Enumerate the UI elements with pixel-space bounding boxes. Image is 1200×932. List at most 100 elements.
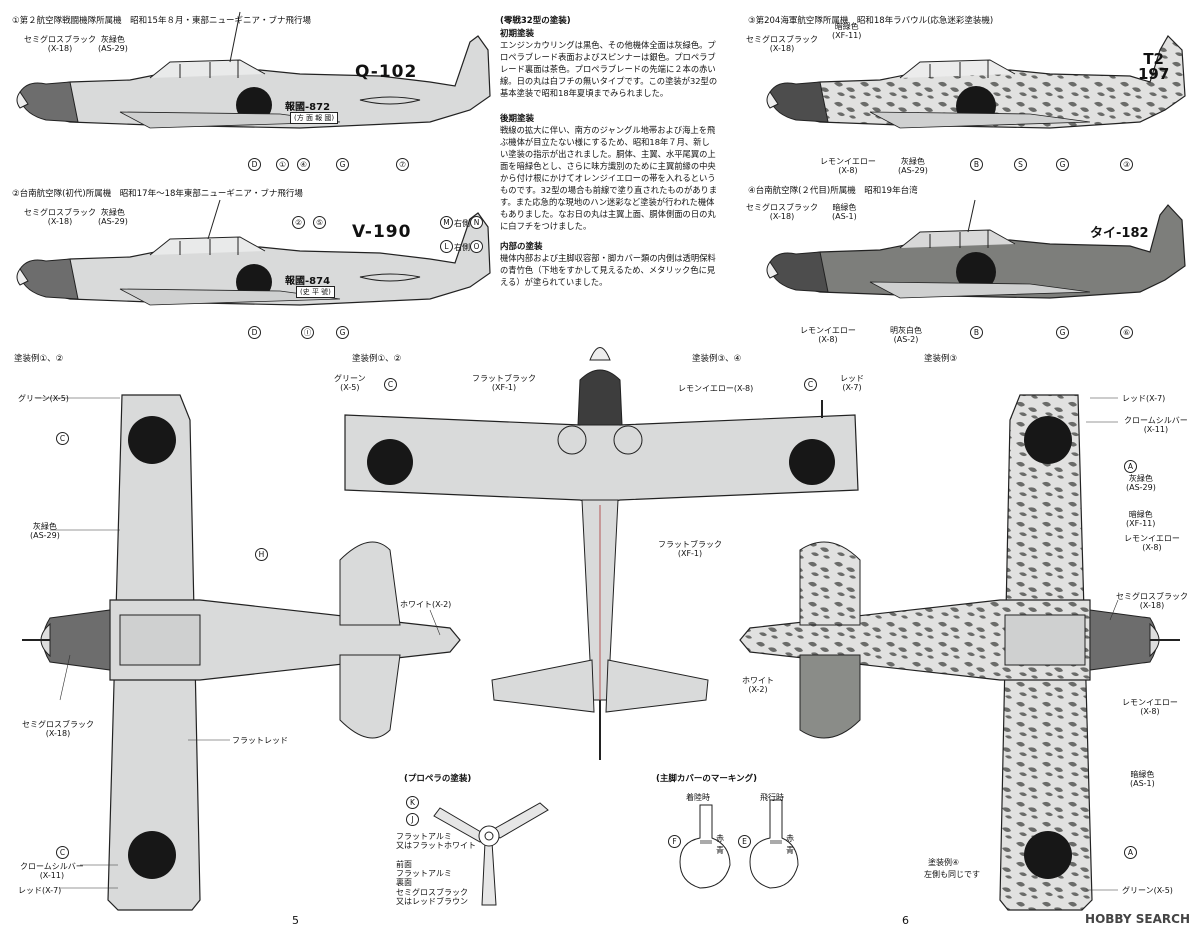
- profile-2-code: V-190: [352, 222, 412, 242]
- plan-left-marker-h: H: [255, 548, 268, 561]
- propeller-marker-j: J: [406, 813, 419, 826]
- plan-right-label-5: レモンイエロー(X-8): [1124, 534, 1180, 553]
- profile-2-marker-2: ②: [292, 216, 305, 229]
- profile-1-title: ①第２航空隊戦闘機隊所属機 昭和15年８月・東部ニューギニア・ブナ飛行場: [12, 16, 311, 26]
- plan-center-label-3: レモンイエロー(X-8): [678, 384, 754, 393]
- notes-heading: (零戦32型の塗装): [500, 16, 571, 26]
- plan-left-label-1: グリーン(X-5): [18, 394, 69, 403]
- propeller-title: (プロペラの塗装): [404, 774, 472, 784]
- profile-4-bottom-1: レモンイエロー(X-8): [800, 326, 856, 345]
- gear-marker-e: E: [738, 835, 751, 848]
- profile-2-side-t1: 右側: [454, 219, 470, 228]
- profile-2-marker-g: G: [336, 326, 349, 339]
- profile-1-marker-7: ⑦: [396, 158, 409, 171]
- profile-3-marker-b: B: [970, 158, 983, 171]
- plan-right-note-title: 塗装例④: [928, 858, 960, 867]
- profile-2-marker-5: ⑤: [313, 216, 326, 229]
- plan-left-label-6: クロームシルバー(X-11): [20, 862, 84, 881]
- profile-1-aircraft: [16, 11, 491, 129]
- profile-1-marker-1: ①: [276, 158, 289, 171]
- notes-late-text: 戦線の拡大に伴い、南方のジャングル地帯および海上を飛ぶ機体が目立たない様にするた…: [500, 125, 718, 232]
- gear-fly-label: 飛行時: [760, 793, 784, 802]
- plan-right-label-1: レッド(X-7): [1122, 394, 1166, 403]
- profile-2-side-t2: 右側: [454, 243, 470, 252]
- profile-3-bottom-1: レモンイエロー(X-8): [820, 157, 876, 176]
- gear-blue-2: 青: [786, 846, 794, 855]
- plan-center-marker-c1: C: [384, 378, 397, 391]
- profile-1-code: Q-102: [355, 62, 418, 82]
- profile-4-label-1: セミグロスブラック(X-18): [746, 203, 818, 222]
- page-number-left: 5: [292, 914, 299, 927]
- plan-right-label-10: グリーン(X-5): [1122, 886, 1173, 895]
- profile-4-aircraft: [766, 199, 1186, 299]
- plan-center-label-2: フラットブラック(XF-1): [472, 374, 536, 393]
- center-underside-view: [344, 347, 859, 760]
- profile-1-marker-d: D: [248, 158, 261, 171]
- profile-3-marker-s: S: [1014, 158, 1027, 171]
- gear-cover-diagrams: [679, 799, 799, 889]
- propeller-label-1: フラットアルミ又はフラットホワイト: [396, 832, 476, 851]
- plan-center-title-2: 塗装例③、④: [692, 354, 742, 364]
- profile-2-aircraft: [16, 199, 491, 306]
- plan-center-label-4: レッド(X-7): [840, 374, 864, 393]
- plan-left-label-7: レッド(X-7): [18, 886, 62, 895]
- propeller-label-2: 前面フラットアルミ裏面セミグロスブラック又はレッドブラウン: [396, 860, 468, 906]
- plan-right-label-6: セミグロスブラック(X-18): [1116, 592, 1188, 611]
- plan-right-note-text: 左側も同じです: [924, 870, 980, 879]
- propeller-diagram: [433, 802, 549, 906]
- gear-marker-f: F: [668, 835, 681, 848]
- profile-2-marker-i: Ⓘ: [301, 326, 314, 339]
- profile-3-bottom-2: 灰緑色(AS-29): [898, 157, 928, 176]
- profile-4-marker-6: ⑥: [1120, 326, 1133, 339]
- profile-1-label-1: セミグロスブラック(X-18): [24, 35, 96, 54]
- left-plan-view: [22, 394, 461, 911]
- plan-right-label-8: レモンイエロー(X-8): [1122, 698, 1178, 717]
- profile-3-label-1: セミグロスブラック(X-18): [746, 35, 818, 54]
- profile-1-label-2: 灰緑色(AS-29): [98, 35, 128, 54]
- profile-2-label-1: セミグロスブラック(X-18): [24, 208, 96, 227]
- profile-4-marker-g: G: [1056, 326, 1069, 339]
- plan-center-label-1: グリーン(X-5): [334, 374, 366, 393]
- notes-interior-text: 機体内部および主脚収容部・脚カバー類の内側は透明保料の青竹色（下地をすかして見え…: [500, 253, 716, 288]
- watermark-logo: HOBBY SEARCH: [1085, 912, 1190, 926]
- profile-2-side-n: N: [470, 216, 483, 229]
- profile-2-side-m: M: [440, 216, 453, 229]
- profile-1-serial: 報國-872: [285, 102, 331, 113]
- profile-2-sub: (史 平 號): [296, 286, 335, 298]
- profile-3-aircraft: [766, 35, 1186, 129]
- profile-2-serial: 報國-874: [285, 276, 331, 287]
- plan-left-marker-c2: C: [56, 846, 69, 859]
- profile-1-sub: (方 面 報 國): [290, 112, 339, 124]
- profile-4-marker-b: B: [970, 326, 983, 339]
- plan-right-marker-a2: A: [1124, 846, 1137, 859]
- gear-red-2: 赤: [786, 834, 794, 843]
- profile-4-label-2: 暗緑色(AS-1): [832, 203, 857, 222]
- profile-2-marker-d: D: [248, 326, 261, 339]
- plan-left-label-3: セミグロスブラック(X-18): [22, 720, 94, 739]
- profile-4-title: ④台南航空隊(２代目)所属機 昭和19年台湾: [748, 186, 918, 196]
- leader-lines: [36, 397, 1119, 891]
- plan-center-label-5: フラットブラック(XF-1): [658, 540, 722, 559]
- gear-title: (主脚カバーのマーキング): [656, 774, 758, 784]
- plan-left-marker-c1: C: [56, 432, 69, 445]
- plan-left-label-5: ホワイト(X-2): [400, 600, 452, 609]
- profile-2-side-o: O: [470, 240, 483, 253]
- gear-stop-label: 着陸時: [686, 793, 710, 802]
- profile-2-label-2: 灰緑色(AS-29): [98, 208, 128, 227]
- plan-right-label-4: 暗緑色(XF-11): [1126, 510, 1156, 529]
- profile-4-bottom-2: 明灰白色(AS-2): [890, 326, 922, 345]
- notes-early-text: エンジンカウリングは黒色、その他機体全面は灰緑色。プロペラブレード表面およびスピ…: [500, 40, 718, 99]
- profile-4-code: タイ-182: [1090, 226, 1149, 241]
- profile-3-marker-g: G: [1056, 158, 1069, 171]
- profile-3-marker-3: ③: [1120, 158, 1133, 171]
- profile-3-title: ③第204海軍航空隊所属機 昭和18年ラバウル(応急迷彩塗装機): [748, 16, 994, 26]
- plan-right-label-3: 灰緑色(AS-29): [1126, 474, 1156, 493]
- plan-right-marker-a1: A: [1124, 460, 1137, 473]
- page-number-right: 6: [902, 914, 909, 927]
- plan-left-label-4: フラットレッド: [232, 736, 288, 745]
- profile-1-marker-g: G: [336, 158, 349, 171]
- plan-right-label-9: 暗緑色(AS-1): [1130, 770, 1155, 789]
- profile-2-title: ②台南航空隊(初代)所属機 昭和17年～18年東部ニューギニア・ブナ飛行場: [12, 189, 303, 199]
- plan-center-marker-c2: C: [804, 378, 817, 391]
